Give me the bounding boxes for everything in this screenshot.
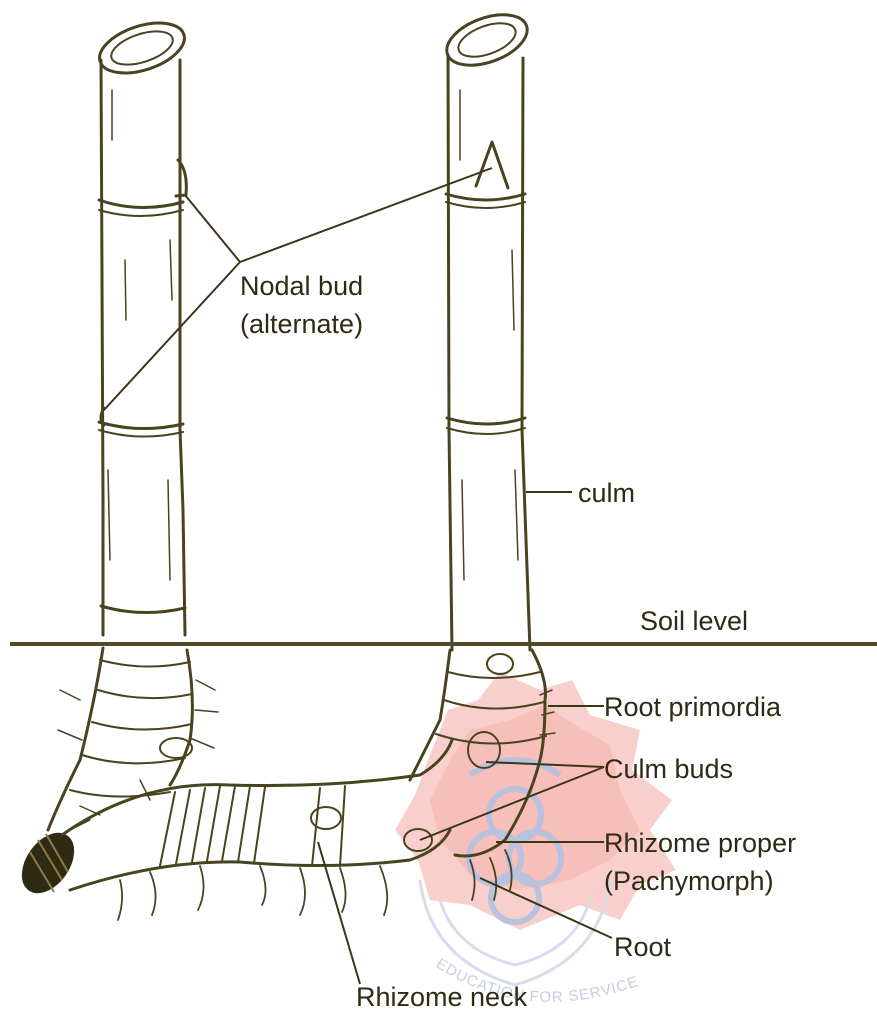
- label-culm: culm: [578, 478, 635, 508]
- left-culm-base: [48, 648, 218, 830]
- label-root: Root: [614, 932, 672, 962]
- label-culm-buds: Culm buds: [604, 754, 733, 784]
- label-rhizome-proper: Rhizome proper: [604, 828, 796, 858]
- left-culm: [93, 13, 190, 635]
- label-alternate: (alternate): [240, 309, 363, 339]
- leader-nodal-bud-right: [240, 168, 492, 262]
- right-culm: [440, 5, 534, 650]
- leader-nodal-bud-upper-left: [185, 195, 240, 262]
- label-root-primordia: Root primordia: [604, 692, 782, 722]
- label-rhizome-neck: Rhizome neck: [356, 982, 528, 1012]
- label-soil-level: Soil level: [640, 606, 748, 636]
- label-nodal-bud: Nodal bud: [240, 271, 363, 301]
- label-pachymorph: (Pachymorph): [604, 866, 774, 896]
- rhizome-body: [62, 740, 452, 920]
